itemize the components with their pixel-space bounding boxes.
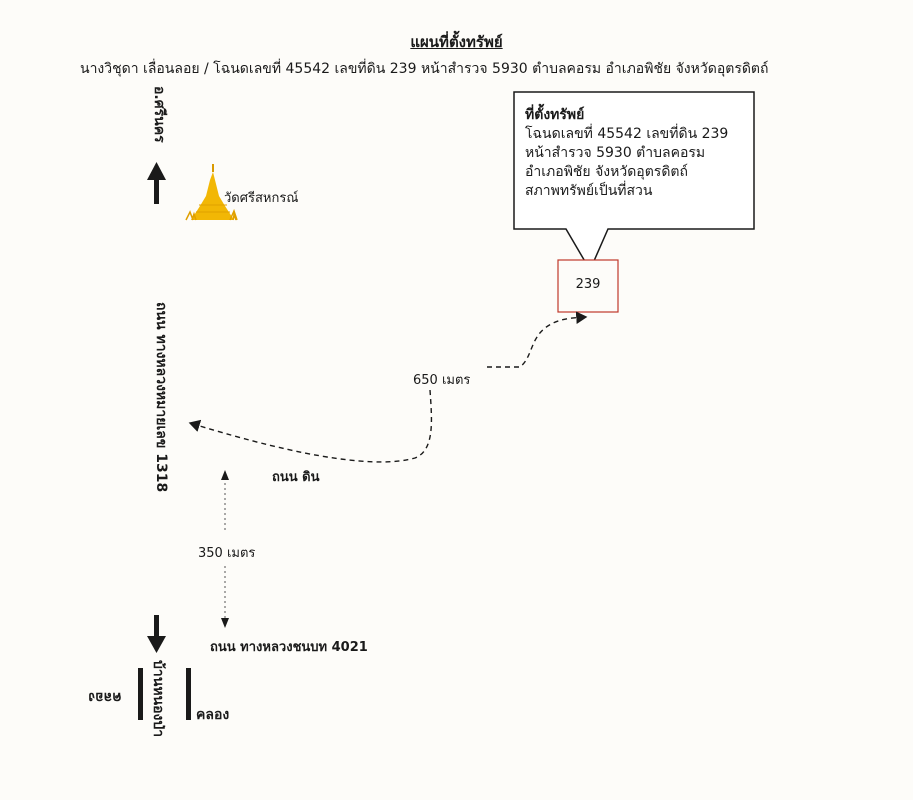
dirt-road-label: ถนน ดิน <box>272 470 320 485</box>
callout-line: โฉนดเลขที่ 45542 เลขที่ดิน 239 <box>525 126 729 142</box>
callout-line: สภาพทรัพย์เป็นที่สวน <box>525 183 653 199</box>
canal-bar-right <box>186 668 191 720</box>
rural-road-distance-label: 350 เมตร <box>198 546 256 561</box>
callout-line: หน้าสำรวจ 5930 ตำบลคอรม <box>525 145 706 161</box>
rural-road-label: ถนน ทางหลวงชนบท 4021 <box>210 640 368 655</box>
main-road-label: ถนน ทางหลวงหมายเลข 1318 <box>153 302 169 493</box>
callout-line: อำเภอพิชัย จังหวัดอุตรดิตถ์ <box>525 164 688 180</box>
temple-icon <box>185 164 238 221</box>
parcel-box <box>557 259 619 313</box>
canal-label: คลอง <box>196 707 230 723</box>
callout-content: ที่ตั้งทรัพย์ โฉนดเลขที่ 45542 เลขที่ดิน… <box>525 106 728 201</box>
dirt-road-distance-label: 650 เมตร <box>413 373 471 388</box>
callout-heading: ที่ตั้งทรัพย์ <box>525 107 585 123</box>
canal-label-mirrored: คลอง <box>88 689 122 705</box>
temple-label: วัดศรีสหกรณ์ <box>224 191 299 206</box>
callout-bubble <box>513 91 755 272</box>
north-direction-label: อ.ศรีนคร <box>151 86 167 143</box>
dirt-road-route <box>188 389 433 463</box>
north-arrow-icon <box>147 162 166 204</box>
canal-bar-left <box>138 668 143 720</box>
map-title: แผนที่ตั้งทรัพย์ <box>410 33 503 51</box>
map-subtitle: นางวิชุดา เลื่อนลอย / โฉนดเลขที่ 45542 เ… <box>80 61 769 77</box>
parcel-number: 239 <box>575 277 601 292</box>
dirt-road-route-upper <box>487 311 588 368</box>
south-arrow-icon <box>147 615 166 653</box>
south-direction-label: บ้านหนองป่า <box>150 660 166 738</box>
rural-road-distance-line <box>221 470 229 628</box>
